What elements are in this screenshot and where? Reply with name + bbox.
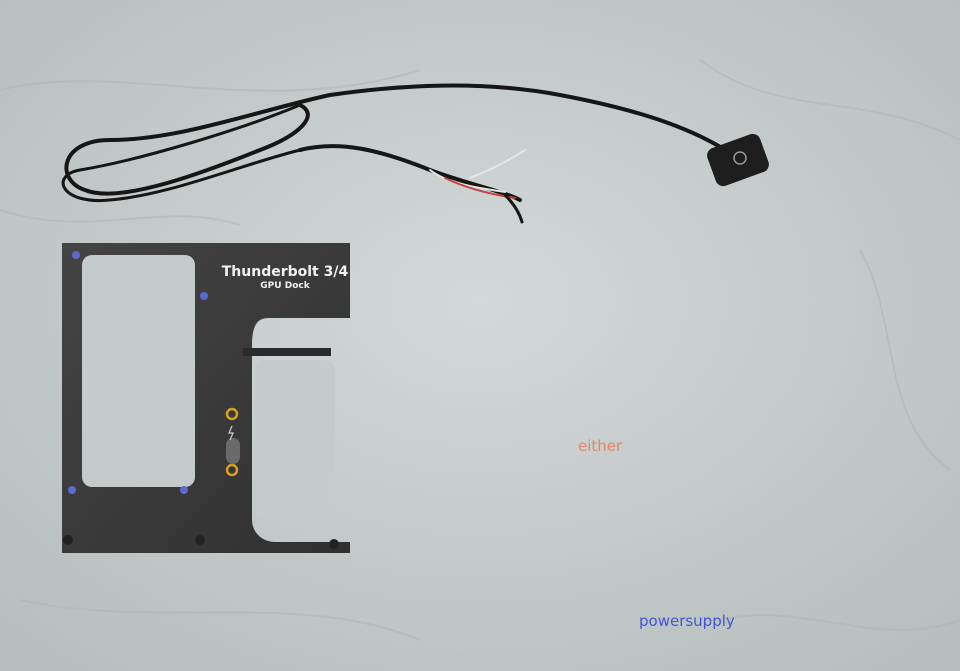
dock-title: Thunderbolt 3/4 [221, 264, 349, 280]
fabric-wrinkles [0, 59, 960, 641]
powersupply-note: powersupply [639, 612, 735, 630]
dock-subtitle: GPU Dock [260, 281, 310, 291]
power-switch-cable [61, 83, 742, 224]
either-note: either [578, 437, 623, 455]
left-back-plate [62, 243, 350, 553]
dock-label: Thunderbolt 3/4 GPU Dock [220, 264, 350, 291]
power-button-icon [707, 133, 769, 187]
